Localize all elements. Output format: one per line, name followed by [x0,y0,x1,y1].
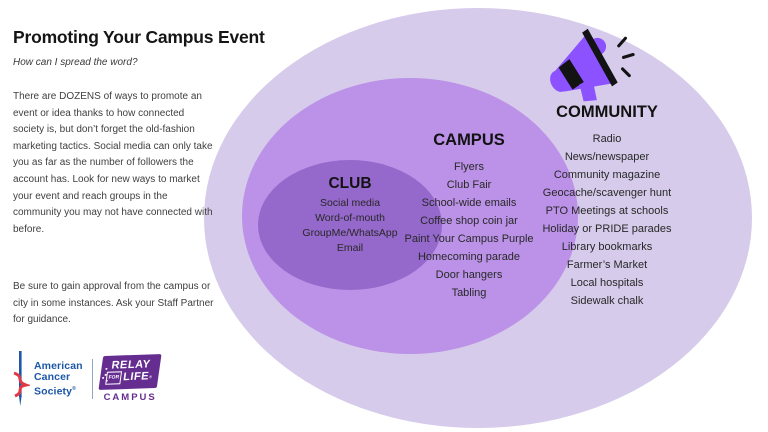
relay-plate: RELAY FOR LIFE ® [98,353,162,391]
acs-line: Cancer [34,371,71,383]
list-item: Flyers [454,161,484,173]
list-item: Geocache/scavenger hunt [542,187,672,199]
campus-heading: CAMPUS [433,131,505,149]
community-heading: COMMUNITY [556,103,658,121]
sound-waves-icon [617,36,635,78]
page-subtitle: How can I spread the word? [13,57,138,68]
for-life-words: FOR LIFE ® [105,370,153,385]
list-item: Holiday or PRIDE parades [542,223,672,235]
intro-paragraph: There are DOZENS of ways to promote an e… [13,91,213,235]
acs-line: American [34,359,83,372]
sparkle-dots-icon [105,367,108,370]
list-item: Email [336,242,364,254]
for-word: FOR [105,371,123,385]
list-item: Tabling [451,287,487,299]
list-item: Coffee shop coin jar [420,215,518,227]
list-item: News/newspaper [564,151,650,163]
list-item: GroupMe/WhatsApp [302,227,398,239]
relay-for-life-logo: RELAY FOR LIFE ® CAMPUS [98,353,162,403]
club-heading: CLUB [328,175,372,192]
list-item: School-wide emails [421,197,517,209]
page-title: Promoting Your Campus Event [13,27,265,47]
list-item: Farmer’s Market [566,259,648,271]
list-item: Radio [592,133,622,145]
sword-of-hope-icon [13,351,30,406]
life-word: LIFE [122,370,151,384]
footer-logo: American Cancer Society® RELAY FOR LIFE … [10,350,162,408]
registered-mark: ® [72,385,76,392]
list-item: Homecoming parade [417,251,521,263]
list-item: Library bookmarks [561,241,653,253]
relay-campus-label: CAMPUS [103,392,157,403]
list-item: Door hangers [435,269,503,281]
club-ellipse [258,160,442,290]
list-item: Social media [319,197,381,209]
list-item: Local hospitals [570,277,644,289]
acs-wordmark: American Cancer Society® [34,359,83,398]
logo-divider [91,359,94,399]
list-item: Club Fair [446,179,492,191]
acs-line: Society® [34,385,76,397]
megaphone-icon [550,28,635,102]
approval-paragraph: Be sure to gain approval from the campus… [13,281,214,326]
registered-mark: ® [148,374,153,380]
list-item: Sidewalk chalk [570,295,644,307]
list-item: Word-of-mouth [315,212,385,224]
list-item: Community magazine [553,169,661,181]
list-item: PTO Meetings at schools [545,205,669,217]
list-item: Paint Your Campus Purple [404,233,534,245]
